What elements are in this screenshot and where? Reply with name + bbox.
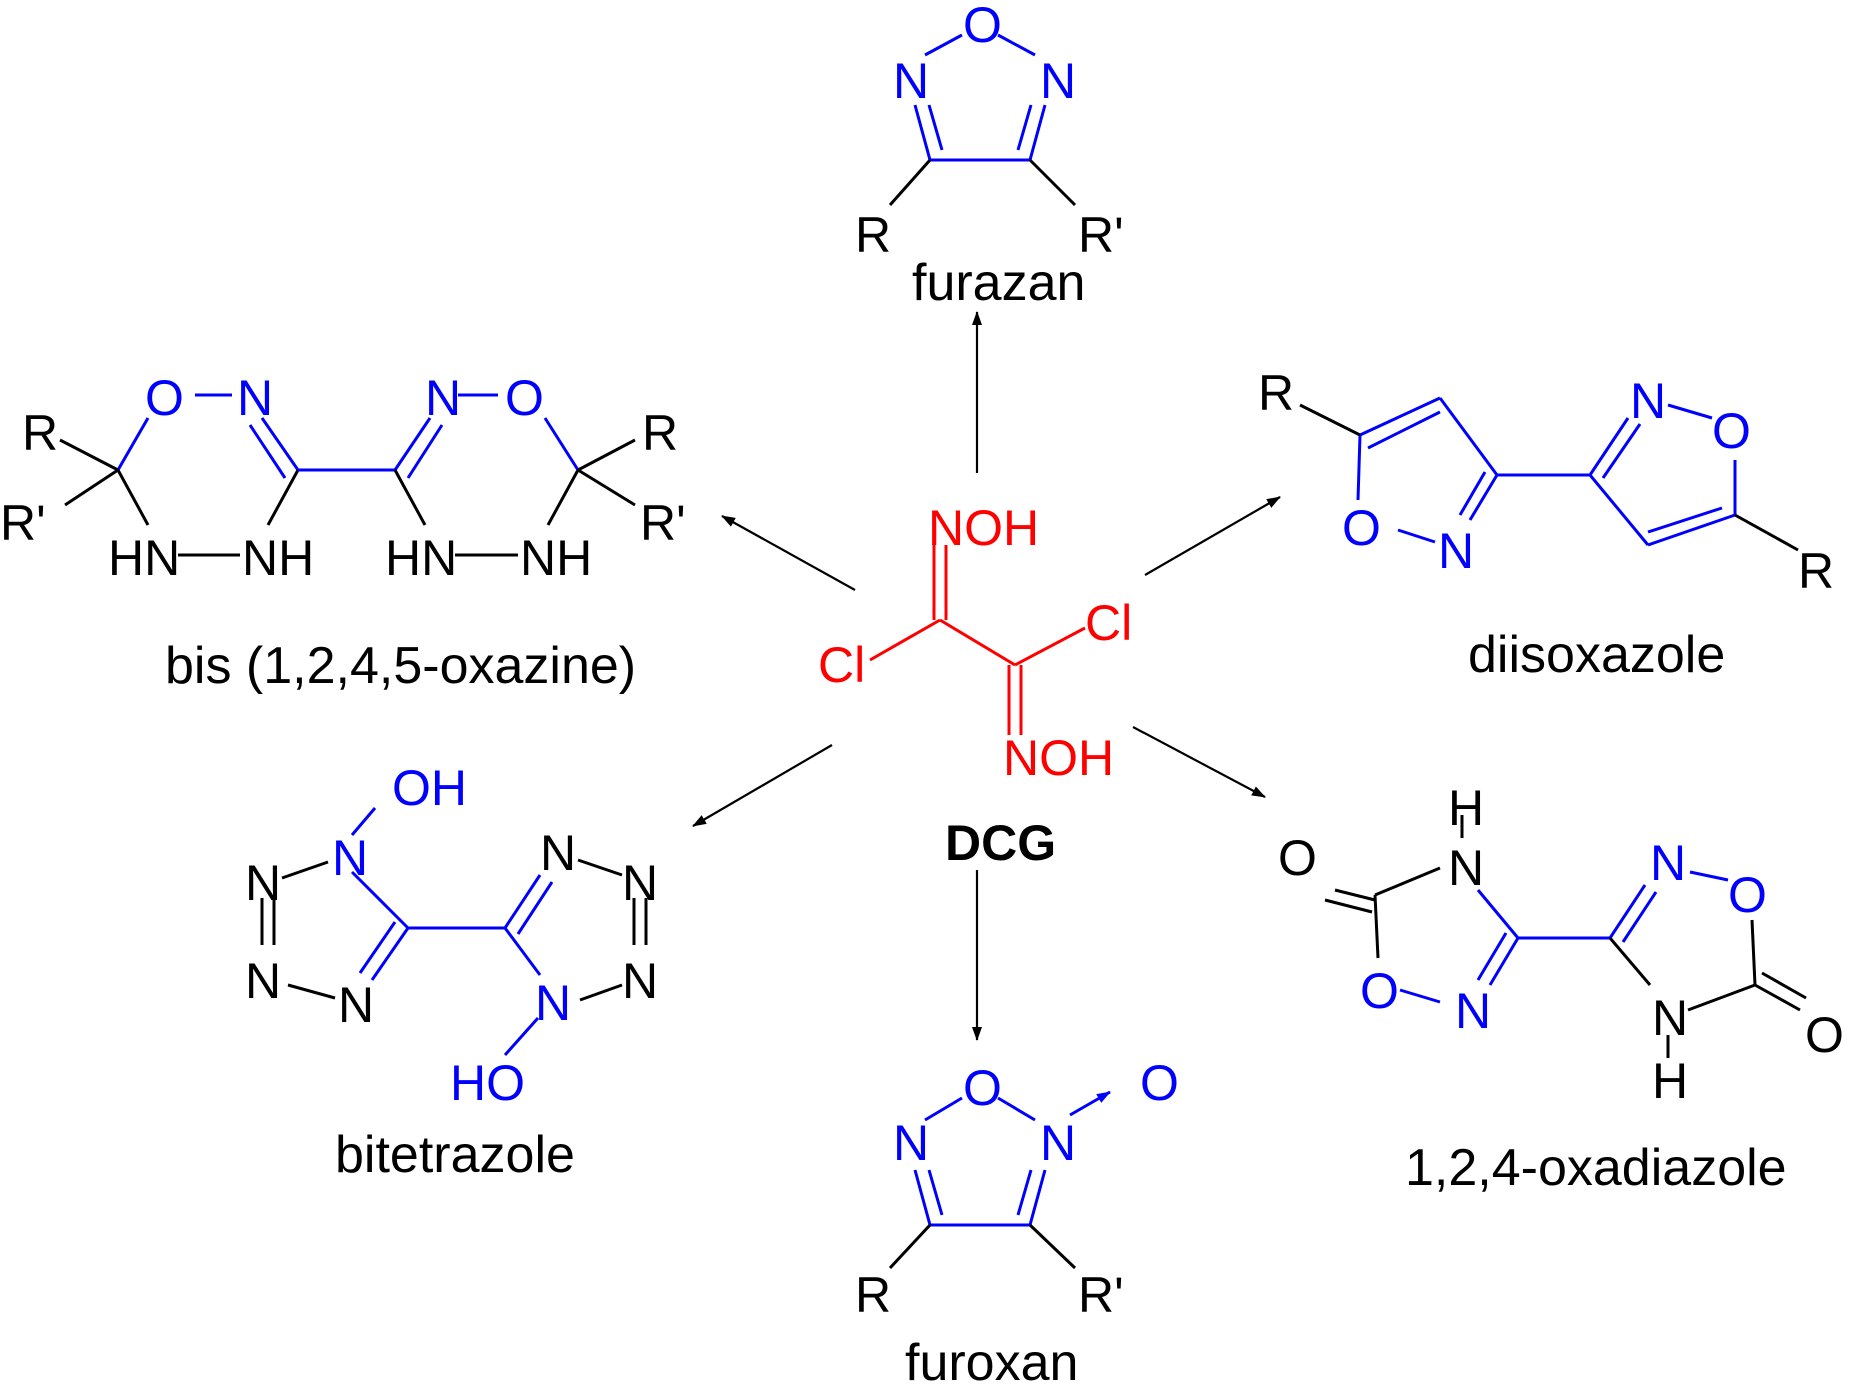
oxadiazole-structure: H N O O N N O N H O 1,2,4-oxadiazole	[1278, 780, 1844, 1197]
furazan-oxygen: O	[963, 0, 1002, 53]
oxazine-right-r: R	[642, 405, 678, 461]
oxazine-left-oxygen: O	[145, 370, 184, 426]
oxazine-left-nitrogen: N	[237, 370, 273, 426]
furoxan-oxygen: O	[963, 1060, 1002, 1116]
furoxan-nitrogen-left: N	[893, 1115, 929, 1171]
furazan-r-left: R	[855, 207, 891, 263]
oxime-bottom-label: NOH	[1003, 730, 1114, 786]
oxazine-left-hn: HN	[108, 530, 180, 586]
oxadiazole-left-carbonyl-o: O	[1278, 830, 1317, 886]
oxadiazole-right-h: H	[1652, 1053, 1688, 1109]
bitetrazole-n-7: N	[622, 953, 658, 1009]
diisoxazole-r-right: R	[1798, 543, 1834, 599]
oxadiazole-left-h: H	[1448, 780, 1484, 836]
oxadiazole-left-ring-o: O	[1360, 963, 1399, 1019]
oxazine-right-r2: R'	[640, 495, 686, 551]
bitetrazole-n-8: N	[535, 975, 571, 1031]
diisoxazole-name: diisoxazole	[1468, 626, 1725, 684]
bitetrazole-oh: OH	[392, 760, 467, 816]
diisoxazole-nitrogen-left: N	[1438, 523, 1474, 579]
oxadiazole-left-nh: N	[1448, 840, 1484, 896]
oxazine-right-nh: NH	[520, 530, 592, 586]
oxazine-right-nitrogen: N	[425, 370, 461, 426]
bitetrazole-n-2: N	[245, 953, 281, 1009]
oxadiazole-right-carbonyl-o: O	[1805, 1007, 1844, 1063]
bitetrazole-n-4: N	[332, 830, 368, 886]
bitetrazole-n-5: N	[540, 825, 576, 881]
bitetrazole-name: bitetrazole	[335, 1126, 575, 1184]
oxazine-left-r: R	[22, 405, 58, 461]
oxazine-left-nh: NH	[242, 530, 314, 586]
oxadiazole-right-nh: N	[1652, 990, 1688, 1046]
oxadiazole-left-n: N	[1455, 983, 1491, 1039]
furazan-nitrogen-right: N	[1040, 53, 1076, 109]
furazan-structure: O N N R R' furazan	[855, 0, 1124, 312]
bitetrazole-n-3: N	[338, 977, 374, 1033]
dcg-structure: NOH Cl Cl NOH DCG	[818, 500, 1132, 871]
oxime-top-label: NOH	[928, 500, 1039, 556]
bitetrazole-n-6: N	[622, 855, 658, 911]
furoxan-nitrogen-right: N	[1040, 1115, 1076, 1171]
oxadiazole-name: 1,2,4-oxadiazole	[1405, 1139, 1787, 1197]
bitetrazole-structure: N N N N OH N N N N HO bitetrazole	[245, 760, 658, 1184]
furoxan-exo-oxygen: O	[1140, 1055, 1179, 1111]
oxazine-structure: O N R R' HN NH N O R R' HN NH bis (1,2,4…	[0, 370, 686, 695]
oxazine-left-r2: R'	[0, 495, 46, 551]
diisoxazole-oxygen-left: O	[1342, 500, 1381, 556]
diisoxazole-nitrogen-right: N	[1630, 373, 1666, 429]
diisoxazole-oxygen-right: O	[1712, 403, 1751, 459]
bitetrazole-ho: HO	[450, 1055, 525, 1111]
diisoxazole-structure: R O N N O R diisoxazole	[1258, 365, 1834, 684]
arrow-to-bitetrazole	[692, 744, 833, 827]
dcg-label: DCG	[945, 815, 1056, 871]
arrow-to-oxazine	[721, 515, 856, 591]
arrow-to-diisoxazole	[1144, 496, 1281, 576]
furoxan-structure: O N N O R R' furoxan	[855, 1055, 1179, 1385]
oxazine-name: bis (1,2,4,5-oxazine)	[165, 637, 636, 695]
diisoxazole-r-left: R	[1258, 365, 1294, 421]
furazan-r-right: R'	[1078, 207, 1124, 263]
furoxan-r-left: R	[855, 1267, 891, 1323]
bitetrazole-n-1: N	[245, 855, 281, 911]
furoxan-r-right: R'	[1078, 1267, 1124, 1323]
oxadiazole-right-ring-o: O	[1728, 867, 1767, 923]
furazan-name: furazan	[912, 254, 1085, 312]
chlorine-right-label: Cl	[1085, 595, 1132, 651]
oxazine-right-hn: HN	[385, 530, 457, 586]
furazan-nitrogen-left: N	[893, 53, 929, 109]
oxazine-right-oxygen: O	[505, 370, 544, 426]
arrow-to-oxadiazole	[1132, 726, 1266, 798]
chlorine-left-label: Cl	[818, 637, 865, 693]
reaction-arrows	[692, 311, 1281, 1041]
furoxan-name: furoxan	[905, 1334, 1078, 1385]
oxadiazole-right-n: N	[1650, 835, 1686, 891]
